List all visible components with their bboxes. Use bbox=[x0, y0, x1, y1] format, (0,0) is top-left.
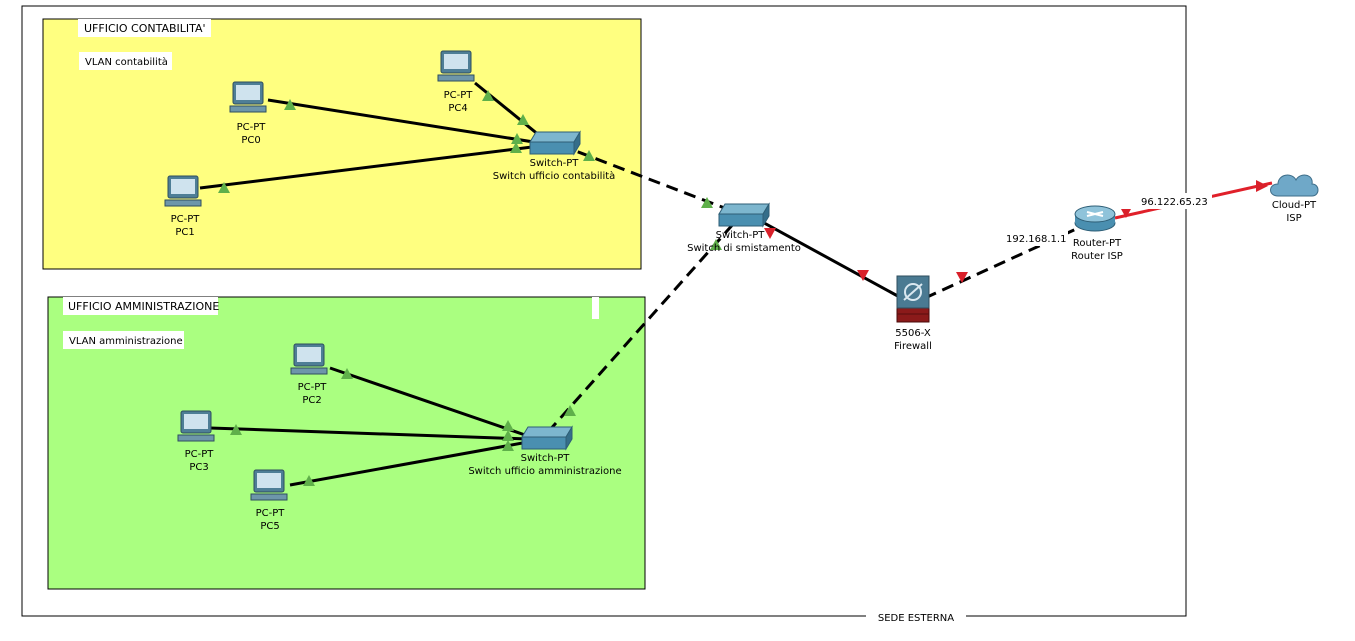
pc0-device[interactable] bbox=[229, 81, 267, 113]
link-up-marker bbox=[218, 182, 230, 193]
switch-contabilita-name: Switch ufficio contabilità bbox=[493, 170, 616, 182]
link-up-marker bbox=[230, 424, 242, 435]
link-pc2-switch-amministrazione bbox=[329, 366, 529, 438]
link-pc3-switch-amministrazione bbox=[209, 426, 529, 441]
area-title-amministrazione: UFFICIO AMMINISTRAZIONE bbox=[68, 300, 219, 313]
link-pc1-switch-contabilita bbox=[199, 144, 541, 190]
router-device[interactable] bbox=[1074, 205, 1116, 232]
switch-amministrazione-device[interactable] bbox=[521, 425, 573, 451]
switch-icon bbox=[529, 131, 581, 143]
link-up-marker bbox=[517, 114, 529, 125]
router-name: Router ISP bbox=[1071, 251, 1123, 262]
link-status-down-markers bbox=[764, 180, 1268, 283]
ip-label-router-lan: 192.168.1.1 bbox=[1006, 234, 1066, 245]
link-up-marker bbox=[701, 197, 713, 208]
link-up-marker bbox=[710, 239, 722, 250]
switch-amministrazione-model: Switch-PT bbox=[521, 453, 571, 464]
switch-smistamento-device[interactable] bbox=[718, 202, 770, 228]
pc1-model: PC-PT bbox=[171, 214, 201, 225]
pc5-model: PC-PT bbox=[256, 508, 286, 519]
pc0-model: PC-PT bbox=[237, 122, 267, 133]
link-down-marker bbox=[956, 272, 968, 283]
link-up-marker bbox=[482, 90, 494, 101]
pc2-device[interactable] bbox=[290, 343, 328, 375]
pc4-name: PC4 bbox=[448, 103, 467, 114]
router-model: Router-PT bbox=[1073, 238, 1122, 249]
switch-amministrazione-name: Switch ufficio amministrazione bbox=[468, 466, 621, 477]
link-down-marker bbox=[1121, 209, 1131, 218]
pc2-name: PC2 bbox=[302, 395, 321, 406]
link-down-marker bbox=[1256, 180, 1268, 192]
pc3-name: PC3 bbox=[189, 462, 208, 473]
link-up-marker bbox=[341, 368, 353, 379]
pc1-device[interactable] bbox=[164, 175, 202, 207]
link-up-marker bbox=[583, 150, 595, 161]
link-up-marker bbox=[564, 405, 576, 416]
cloud-device[interactable] bbox=[1270, 174, 1319, 197]
ip-label-router-wan: 96.122.65.23 bbox=[1141, 197, 1208, 208]
pc3-model: PC-PT bbox=[185, 449, 215, 460]
device-labels: PC-PT PC0 PC-PT PC4 PC-PT PC1 Switch-PT … bbox=[171, 90, 1317, 532]
firewall-device[interactable] bbox=[896, 275, 930, 323]
area-sede-esterna: SEDE ESTERNA bbox=[21, 5, 1187, 624]
cloud-model: Cloud-PT bbox=[1272, 200, 1317, 211]
cloud-icon bbox=[1270, 174, 1319, 197]
switch-contabilita-model: Switch-PT bbox=[530, 158, 580, 169]
pc3-device[interactable] bbox=[177, 410, 215, 442]
links bbox=[199, 81, 1273, 487]
cloud-name: ISP bbox=[1286, 213, 1301, 224]
firewall-model: 5506-X bbox=[895, 328, 931, 339]
link-up-marker bbox=[510, 142, 522, 153]
vlan-label-contabilita: VLAN contabilità bbox=[85, 56, 168, 68]
pc4-device[interactable] bbox=[437, 50, 475, 82]
link-up-marker bbox=[502, 420, 514, 431]
ip-labels: 192.168.1.1 96.122.65.23 bbox=[1000, 193, 1212, 246]
pc0-name: PC0 bbox=[241, 135, 260, 146]
link-status-up-markers bbox=[218, 90, 722, 486]
switch-icon bbox=[521, 426, 573, 438]
area-title-sede-esterna: SEDE ESTERNA bbox=[878, 613, 954, 624]
pc4-model: PC-PT bbox=[444, 90, 474, 101]
switch-smistamento-name: Switch di smistamento bbox=[687, 243, 801, 254]
link-down-marker bbox=[857, 270, 869, 281]
link-firewall-router bbox=[924, 223, 1086, 300]
link-pc5-switch-amministrazione bbox=[289, 440, 529, 487]
link-switch-amm-switch-smist bbox=[546, 221, 737, 433]
link-up-marker bbox=[284, 99, 296, 110]
pc2-model: PC-PT bbox=[298, 382, 328, 393]
link-pc0-switch-contabilita bbox=[267, 98, 541, 145]
firewall-name: Firewall bbox=[894, 341, 932, 352]
vlan-label-amministrazione: VLAN amministrazione bbox=[69, 336, 183, 347]
area-title-contabilita: UFFICIO CONTABILITA' bbox=[84, 22, 206, 35]
switch-contabilita-device[interactable] bbox=[529, 130, 581, 156]
pc5-device[interactable] bbox=[250, 469, 288, 501]
switch-icon bbox=[718, 203, 770, 215]
link-up-marker bbox=[502, 440, 514, 451]
link-up-marker bbox=[502, 430, 514, 441]
pc5-name: PC5 bbox=[260, 521, 279, 532]
link-down-marker bbox=[764, 228, 776, 239]
switch-smistamento-model: Switch-PT bbox=[716, 230, 766, 241]
link-up-marker bbox=[511, 133, 523, 144]
pc1-name: PC1 bbox=[175, 227, 194, 238]
link-up-marker bbox=[303, 475, 315, 486]
link-switch-smistamento-firewall bbox=[754, 216, 906, 302]
